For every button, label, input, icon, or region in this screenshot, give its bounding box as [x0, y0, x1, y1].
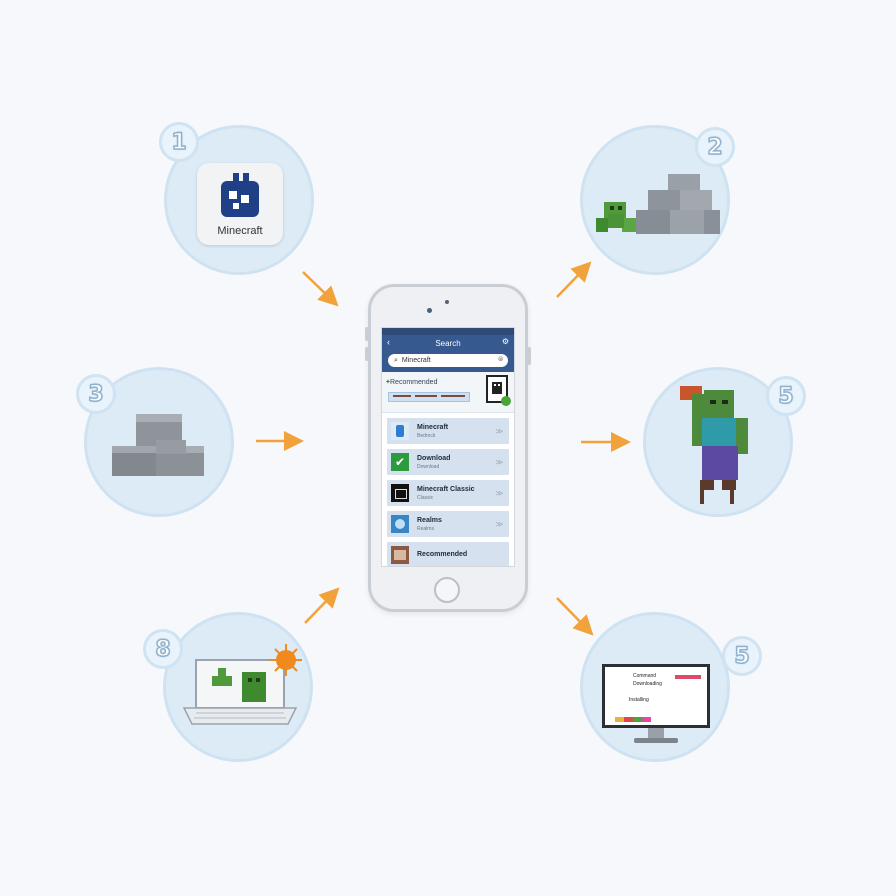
chevron-right-icon: >>: [495, 519, 503, 529]
step-5-badge: 5: [766, 376, 806, 416]
monitor-base: [634, 738, 678, 743]
gear-icon[interactable]: ⚙: [501, 337, 509, 346]
search-input[interactable]: ⌕ Minecraft ⦾: [388, 354, 508, 367]
chevron-right-icon: >>: [495, 426, 503, 436]
clear-icon[interactable]: ⦾: [498, 357, 503, 363]
list-item-subtitle: Classic: [417, 494, 434, 501]
step-1-badge: 1: [159, 122, 199, 162]
chevron-right-icon: >>: [495, 457, 503, 467]
monitor-color-bar: [615, 717, 651, 722]
featured-title: Recommended: [390, 379, 438, 386]
check-badge-icon: [501, 396, 511, 406]
arrow-phone-to-monitor: [556, 597, 594, 636]
list-item-title: Recommended: [417, 550, 468, 558]
search-value: Minecraft: [401, 357, 431, 364]
list-item[interactable]: ✔ Download Download >>: [387, 449, 509, 475]
arrow-phone-to-2: [556, 261, 592, 298]
back-chevron-icon[interactable]: ‹: [387, 337, 390, 347]
phone-volume-down: [365, 347, 369, 361]
step-2-badge: 2: [695, 127, 735, 167]
list-item[interactable]: Minecraft Bedrock >>: [387, 418, 509, 444]
dark-app-icon: [391, 484, 409, 502]
globe-app-icon: [391, 515, 409, 533]
list-item-title: Minecraft Classic: [417, 485, 475, 493]
monitor-stand: [648, 728, 664, 738]
phone-camera: [427, 308, 432, 313]
list-item-title: Minecraft: [417, 423, 449, 431]
list-item-subtitle: Realms: [417, 525, 434, 532]
list-item[interactable]: Realms Realms >>: [387, 511, 509, 537]
creeper-thumb-icon: [492, 382, 502, 394]
status-bar: [382, 328, 514, 335]
arrow-1-to-phone: [302, 271, 339, 307]
list-item[interactable]: Minecraft Classic Classic >>: [387, 480, 509, 506]
home-button[interactable]: [434, 577, 460, 603]
app-icon-label: Minecraft: [217, 225, 263, 237]
step-3-badge: 3: [76, 374, 116, 414]
nav-bar: ‹ Search ⚙: [382, 335, 514, 351]
blue-app-icon: [391, 422, 409, 440]
featured-banner: [388, 392, 470, 402]
phone-volume-up: [365, 327, 369, 341]
featured-thumbnail[interactable]: [486, 375, 511, 406]
list-item-title: Download: [417, 454, 451, 462]
step-8-circle: [163, 612, 313, 762]
green-check-icon: ✔: [391, 453, 409, 471]
brown-app-icon: [391, 546, 409, 564]
phone-side-button: [527, 347, 531, 365]
monitor-line-3: Installing: [629, 697, 649, 703]
nav-title: Search: [435, 338, 461, 348]
list-item-subtitle: Download: [417, 463, 440, 470]
results-list: Minecraft Bedrock >> ✔ Download Download…: [382, 418, 514, 566]
monitor: Command Downloading Installing: [602, 664, 710, 728]
step-8-badge: 8: [143, 629, 183, 669]
featured-card[interactable]: ✦ Recommended: [382, 372, 514, 413]
search-area: ⌕ Minecraft ⦾: [382, 351, 514, 372]
step-6-badge: 5: [722, 636, 762, 676]
list-item-subtitle: Bedrock: [417, 432, 436, 439]
controller-logo-icon: [221, 173, 259, 217]
search-icon: ⌕: [394, 356, 398, 364]
phone-device: ‹ Search ⚙ ⌕ Minecraft ⦾ ✦ Recommended: [365, 284, 531, 612]
monitor-toolbar: [675, 675, 701, 679]
monitor-line-2: Downloading: [633, 681, 662, 687]
minecraft-app-icon: Minecraft: [197, 163, 283, 245]
list-item[interactable]: Recommended: [387, 542, 509, 566]
chevron-right-icon: >>: [495, 488, 503, 498]
monitor-line-1: Command: [633, 673, 657, 679]
phone-screen: ‹ Search ⚙ ⌕ Minecraft ⦾ ✦ Recommended: [381, 327, 515, 567]
list-item-title: Realms: [417, 516, 442, 524]
arrow-8-to-phone: [304, 587, 340, 624]
phone-speaker: [445, 300, 449, 304]
leaf-icon: ✦: [385, 379, 391, 386]
